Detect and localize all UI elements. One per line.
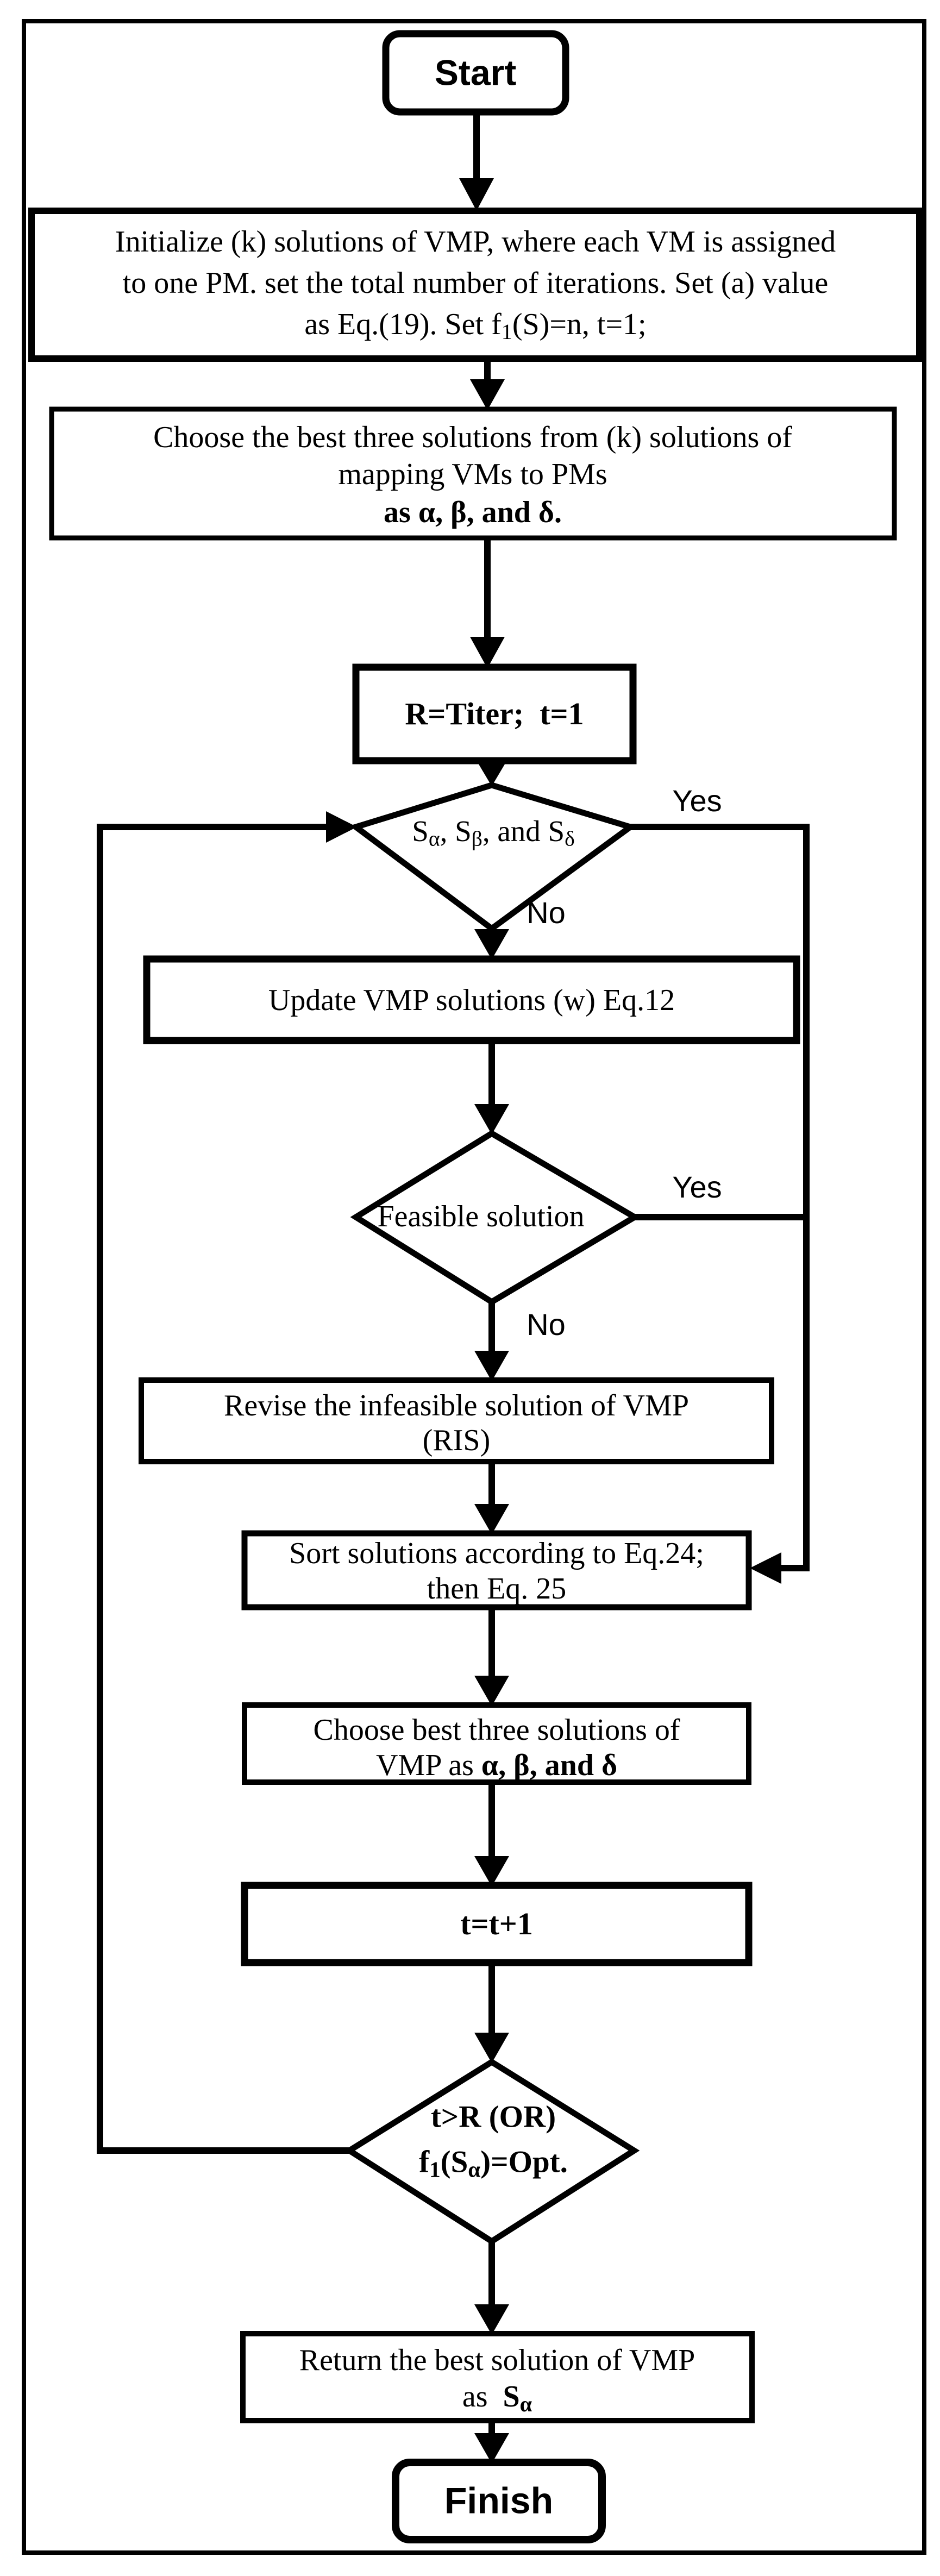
arrow-update-d2	[474, 1041, 509, 1135]
arrowhead-into-d1	[326, 811, 357, 843]
choose1-line2: mapping VMs to PMs	[338, 457, 607, 492]
choose2-node-shape	[242, 1702, 751, 1785]
decision3-line1: t>R (OR)	[430, 2099, 556, 2134]
decision3-line2: f1(Sα)=Opt.	[419, 2145, 568, 2182]
update-label: Update VMP solutions (w) Eq.12	[268, 983, 675, 1018]
sort-node-shape	[241, 1530, 752, 1610]
decision2-no-label: No	[527, 1307, 566, 1342]
riter-node-shape	[352, 663, 637, 764]
arrow-revise-sort	[474, 1462, 509, 1534]
riter-label: R=Titer; t=1	[405, 696, 584, 732]
decision1-no-label: No	[527, 895, 566, 930]
decision3-shape	[343, 2058, 640, 2245]
arrow-start-init	[459, 112, 494, 211]
sort-line1: Sort solutions according to Eq.24;	[289, 1537, 704, 1571]
init-line3: as Eq.(19). Set f1(S)=n, t=1;	[304, 308, 647, 344]
loop-line-left	[97, 824, 349, 2154]
decision2-shape	[350, 1130, 641, 1306]
decision2-yes-label: Yes	[672, 1170, 722, 1205]
update-node-shape	[143, 955, 800, 1044]
choose2-line1: Choose best three solutions of	[313, 1713, 680, 1747]
init-line1: Initialize (k) solutions of VMP, where e…	[115, 225, 836, 259]
decision1-label: Sα, Sβ, and Sδ	[412, 814, 575, 851]
choose1-line1: Choose the best three solutions from (k)…	[153, 421, 792, 455]
sort-line2: then Eq. 25	[427, 1572, 567, 1606]
choose1-node-shape	[49, 406, 897, 541]
arrow-d1-update	[474, 929, 509, 960]
arrow-init-choose1	[470, 359, 505, 410]
arrow-d2-revise	[474, 1302, 509, 1381]
arrow-choose2-tplus	[474, 1782, 509, 1886]
revise-line1: Revise the infeasible solution of VMP	[224, 1389, 689, 1423]
revise-node-shape	[139, 1377, 774, 1464]
revise-line2: (RIS)	[422, 1424, 491, 1458]
tplus-node-shape	[241, 1882, 753, 1966]
decision1-shape	[349, 782, 637, 932]
return-line1: Return the best solution of VMP	[299, 2343, 695, 2378]
outer-border	[22, 19, 926, 2555]
arrowhead-into-sort	[750, 1552, 781, 1584]
decision2-label: Feasible solution	[377, 1200, 585, 1234]
tplus-label: t=t+1	[460, 1906, 533, 1942]
arrow-tplus-d3	[474, 1963, 509, 2063]
return-node-shape	[240, 2331, 755, 2423]
arrow-d3-return	[474, 2241, 509, 2335]
finish-label: Finish	[444, 2480, 554, 2522]
choose1-line3: as α, β, and δ.	[384, 496, 562, 530]
arrow-return-finish	[474, 2421, 509, 2464]
start-label: Start	[434, 52, 517, 93]
decision1-yes-label: Yes	[672, 784, 722, 818]
init-node-shape	[28, 208, 923, 362]
finish-node-shape	[392, 2459, 606, 2543]
init-line2: to one PM. set the total number of itera…	[122, 266, 829, 300]
choose2-line2: VMP as α, β, and δ	[375, 1748, 618, 1783]
start-node-shape	[382, 30, 569, 116]
yes-line-right	[630, 824, 810, 1571]
arrow-choose1-riter	[470, 538, 505, 668]
arrow-sort-choose2	[474, 1607, 509, 1706]
return-line2: as Sα	[462, 2380, 532, 2417]
